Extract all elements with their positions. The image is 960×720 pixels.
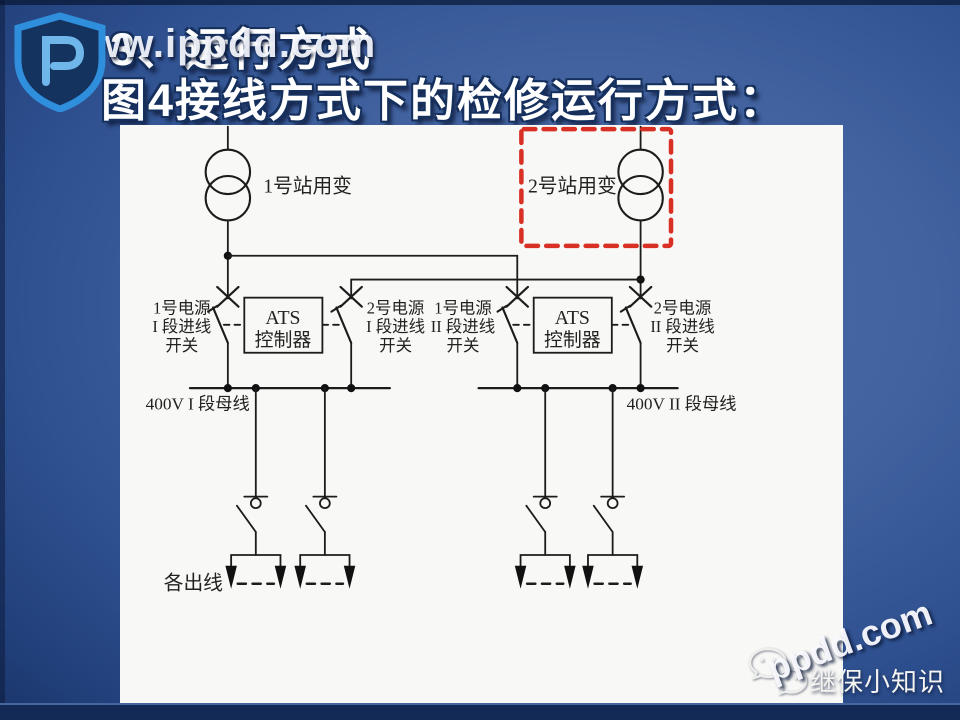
svg-text:开关: 开关 bbox=[666, 336, 699, 355]
breaker-2-symbol bbox=[330, 285, 363, 390]
ats-1-label-bottom: 控制器 bbox=[255, 329, 312, 351]
svg-text:开关: 开关 bbox=[379, 336, 412, 355]
brand-name: 继保小知识 bbox=[810, 667, 946, 697]
ats-2-label-bottom: 控制器 bbox=[544, 329, 601, 351]
svg-text:I 段进线: I 段进线 bbox=[366, 317, 425, 336]
bus-2 bbox=[477, 383, 679, 393]
page-title: 3、运行方式 bbox=[110, 24, 373, 75]
ats-controller-1-box bbox=[222, 296, 344, 354]
transformer-2-label: 2号站用变 bbox=[528, 175, 617, 197]
transformer-1-label: 1号站用变 bbox=[263, 175, 352, 197]
svg-text:1号电源: 1号电源 bbox=[153, 298, 211, 317]
svg-text:1号电源: 1号电源 bbox=[434, 298, 492, 317]
outgoing-feeder-2 bbox=[294, 387, 356, 589]
one-line-diagram: 1号站用变 2号站用变 ATS 控制器 ATS 控制器 1号电源 I 段进线 开… bbox=[146, 125, 737, 595]
outgoing-feeder-4 bbox=[582, 387, 644, 589]
outgoing-feeder-3 bbox=[514, 387, 576, 589]
maintenance-highlight-box bbox=[519, 126, 674, 249]
slide-left-edge bbox=[0, 0, 5, 720]
svg-text:开关: 开关 bbox=[447, 336, 480, 355]
svg-text:II 段进线: II 段进线 bbox=[650, 317, 714, 336]
breaker-4-symbol bbox=[619, 285, 653, 390]
wechat-icon bbox=[748, 646, 810, 705]
feed-line-t1-to-bus2 bbox=[223, 251, 519, 300]
breaker-2-label: 2号电源 I 段进线 开关 bbox=[366, 298, 425, 355]
svg-text:开关: 开关 bbox=[165, 336, 198, 355]
top-watermark: www.ippdd.com bbox=[58, 22, 377, 66]
diagram-canvas: 1号站用变 2号站用变 ATS 控制器 ATS 控制器 1号电源 I 段进线 开… bbox=[120, 125, 843, 703]
breaker-3-label: 1号电源 II 段进线 开关 bbox=[431, 298, 495, 355]
svg-text:I 段进线: I 段进线 bbox=[152, 317, 211, 336]
svg-text:2号电源: 2号电源 bbox=[654, 298, 712, 317]
ats-2-label-top: ATS bbox=[555, 307, 590, 329]
ats-1-label-top: ATS bbox=[265, 307, 300, 329]
feed-line-t2-to-bus1 bbox=[350, 275, 645, 300]
breaker-1-label: 1号电源 I 段进线 开关 bbox=[152, 298, 211, 355]
transformer-2-symbol bbox=[617, 125, 664, 300]
breaker-1-symbol bbox=[207, 285, 240, 390]
svg-text:II 段进线: II 段进线 bbox=[431, 317, 495, 336]
bus-1 bbox=[188, 383, 391, 393]
page-subtitle: 图4接线方式下的检修运行方式： bbox=[101, 75, 787, 126]
breaker-4-label: 2号电源 II 段进线 开关 bbox=[650, 298, 714, 355]
svg-text:2号电源: 2号电源 bbox=[367, 298, 425, 317]
shield-logo-icon bbox=[8, 12, 112, 117]
outgoing-lines-label: 各出线 bbox=[164, 573, 223, 595]
ats-controller-2-box bbox=[512, 296, 634, 354]
outgoing-feeder-1 bbox=[225, 387, 287, 589]
slide-top-edge bbox=[0, 0, 960, 5]
slide-bottom-bar bbox=[0, 703, 960, 720]
transformer-1-symbol bbox=[204, 125, 252, 300]
bus-1-label: 400V I 段母线 bbox=[146, 394, 250, 413]
bus-2-label: 400V II 段母线 bbox=[627, 394, 737, 413]
breaker-3-symbol bbox=[496, 285, 530, 390]
